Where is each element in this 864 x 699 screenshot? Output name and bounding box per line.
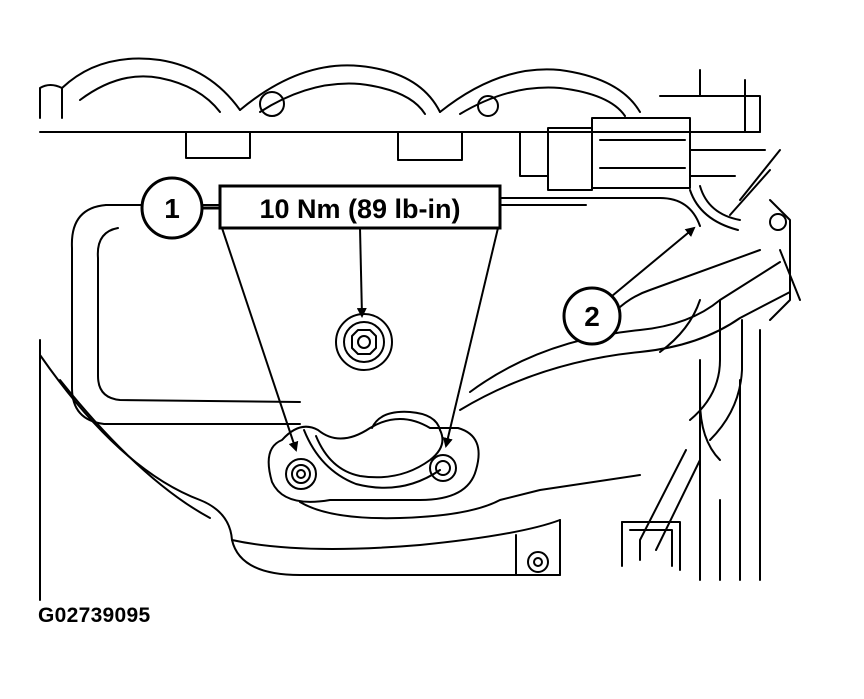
callout-1-number: 1: [164, 193, 180, 224]
callout-1-arrow-right: [442, 227, 499, 448]
engine-block-top: [39, 57, 761, 133]
callout-1-arrow-left: [221, 227, 299, 452]
lower-bolt-boss: [267, 410, 480, 503]
left-bolt: [285, 458, 317, 490]
lower-pan: [39, 339, 681, 601]
callout-1-label: 10 Nm (89 lb-in): [259, 194, 460, 224]
callout-2-circle: [562, 286, 622, 346]
right-bolt: [429, 454, 457, 482]
callout-1: 1 10 Nm (89 lb-in): [140, 176, 502, 452]
sensor-connector: [547, 117, 781, 231]
figure-id: G02739095: [38, 604, 151, 627]
center-bolt: [335, 313, 393, 371]
callout-2-number: 2: [584, 301, 600, 332]
block-tabs: [185, 131, 549, 177]
right-pipe: [639, 199, 801, 581]
callout-2: 2: [562, 226, 696, 346]
callout-2-arrow: [611, 226, 696, 297]
callout-1-arrow-center: [356, 227, 367, 318]
